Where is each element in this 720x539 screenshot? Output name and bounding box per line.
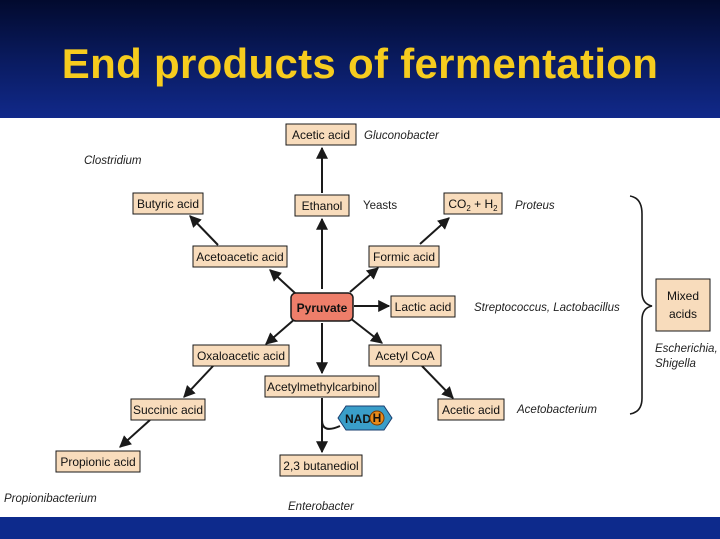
box-pyruvate: Pyruvate	[290, 292, 354, 322]
arrow-pyruvate-to-acetoacetic	[269, 269, 297, 295]
svg-text:Mixed: Mixed	[667, 289, 699, 303]
arrow-pyruvate-to-oxaloacetic	[265, 317, 297, 345]
label-enterobacter: Enterobacter	[288, 501, 355, 513]
bracket	[629, 195, 653, 415]
label-yeasts: Yeasts	[363, 200, 397, 212]
label-streptococcus: Streptococcus, Lactobacillus	[474, 302, 620, 314]
arrow-formic-to-co2	[419, 217, 450, 245]
box-oxaloacetic-acid: Oxaloacetic acid	[192, 344, 290, 367]
svg-text:Acetoacetic acid: Acetoacetic acid	[196, 250, 283, 264]
arrow-pyruvate-to-formic	[349, 267, 379, 293]
arrows	[119, 146, 454, 454]
svg-text:Oxaloacetic acid: Oxaloacetic acid	[197, 349, 285, 363]
arrow-succinic-to-propionic	[119, 419, 151, 448]
label-shigella: Shigella	[655, 358, 696, 370]
svg-text:Acetylmethylcarbinol: Acetylmethylcarbinol	[267, 380, 377, 394]
box-acetyl-coa: Acetyl CoA	[368, 344, 442, 367]
box-mixed-acids: Mixed acids	[655, 278, 711, 332]
box-acetoacetic-acid: Acetoacetic acid	[192, 245, 288, 268]
arrow-acetylmethylcarbinol-to-butanediol	[321, 398, 341, 430]
svg-text:H: H	[373, 411, 382, 425]
box-lactic-acid: Lactic acid	[390, 295, 456, 318]
box-succinic-acid: Succinic acid	[130, 398, 206, 421]
arrow-oxaloacetic-to-succinic	[183, 364, 215, 398]
box-butyric-acid: Butyric acid	[132, 192, 204, 215]
svg-text:Formic acid: Formic acid	[373, 250, 435, 264]
box-butanediol: 2,3 butanediol	[279, 454, 363, 477]
svg-text:Pyruvate: Pyruvate	[297, 301, 348, 315]
box-propionic-acid: Propionic acid	[55, 450, 141, 473]
fermentation-diagram: Acetic acid Ethanol Butyric acid Acetoac…	[4, 123, 718, 513]
svg-text:Butyric acid: Butyric acid	[137, 197, 199, 211]
label-acetobacterium: Acetobacterium	[516, 404, 597, 416]
arrow-pyruvate-to-acetylcoa	[349, 317, 383, 344]
box-acetylmethylcarbinol: Acetylmethylcarbinol	[264, 375, 380, 398]
svg-text:CO2 + H2: CO2 + H2	[448, 197, 498, 213]
box-ethanol: Ethanol	[294, 194, 350, 217]
svg-text:Acetic acid: Acetic acid	[442, 403, 500, 417]
slide-title: End products of fermentation	[61, 40, 659, 87]
svg-text:acids: acids	[669, 307, 697, 321]
svg-text:Acetic acid: Acetic acid	[292, 128, 350, 142]
box-formic-acid: Formic acid	[368, 245, 440, 268]
label-propionibacterium: Propionibacterium	[4, 493, 97, 505]
label-escherichia: Escherichia,	[655, 343, 718, 355]
box-co2-h2: CO2 + H2	[443, 192, 503, 215]
box-acetic-acid-top: Acetic acid	[285, 123, 357, 146]
label-clostridium: Clostridium	[84, 155, 142, 167]
svg-text:Lactic acid: Lactic acid	[395, 300, 452, 314]
svg-text:NAD: NAD	[345, 412, 371, 426]
title-banner: End products of fermentation	[0, 0, 720, 118]
svg-text:2,3 butanediol: 2,3 butanediol	[283, 459, 358, 473]
box-acetic-acid-bottom: Acetic acid	[437, 398, 505, 421]
svg-text:Acetyl CoA: Acetyl CoA	[375, 349, 434, 363]
arrow-acetoacetic-to-butyric	[189, 215, 219, 246]
svg-text:Propionic acid: Propionic acid	[60, 455, 135, 469]
arrow-acetylcoa-to-acetic	[421, 365, 454, 399]
nadh-icon: NAD H	[337, 405, 393, 431]
svg-text:Ethanol: Ethanol	[302, 199, 343, 213]
label-proteus: Proteus	[515, 200, 555, 212]
label-gluconobacter: Gluconobacter	[364, 130, 440, 142]
svg-text:Succinic acid: Succinic acid	[133, 403, 203, 417]
footer-bar	[0, 517, 720, 539]
